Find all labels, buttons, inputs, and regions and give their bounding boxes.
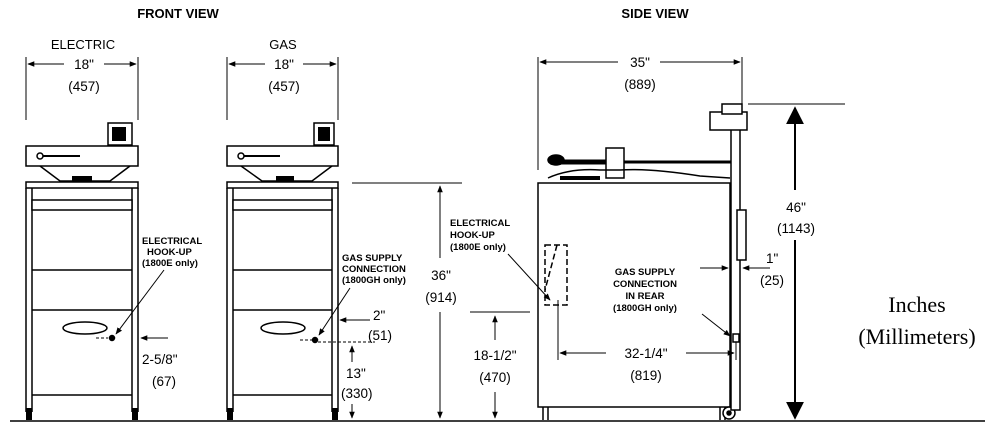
gas-offset-mm: (51) [368, 328, 392, 343]
gas-label: GAS [269, 37, 297, 52]
side-height-in: 46" [786, 200, 806, 215]
side-height-mm: (1143) [777, 221, 815, 236]
gas-width-mm: (457) [268, 79, 300, 94]
side-gas-note-1: GAS SUPPLY [615, 267, 676, 278]
leader-line [701, 313, 731, 337]
front-view-header: FRONT VIEW [137, 6, 219, 21]
electric-hookup-note-1: ELECTRICAL [142, 236, 202, 247]
electric-width-in: 18" [74, 57, 94, 72]
gas-height-mm: (330) [341, 386, 373, 401]
gas-supply-note-1: GAS SUPPLY [342, 253, 403, 264]
electric-offset-in: 2-5/8" [142, 352, 178, 367]
side-elec-height-mm: (470) [479, 370, 511, 385]
units-line-2: (Millimeters) [858, 324, 975, 349]
electric-front-machine [25, 122, 139, 420]
electric-offset-mm: (67) [152, 374, 176, 389]
front-height-in: 36" [431, 268, 451, 283]
side-depth-mm: (889) [624, 77, 656, 92]
gas-height-in: 13" [346, 366, 366, 381]
gas-supply-note-3: (1800GH only) [342, 275, 406, 286]
gas-supply-note-2: CONNECTION [342, 264, 406, 275]
front-height-mm: (914) [425, 290, 457, 305]
side-view-header: SIDE VIEW [621, 6, 689, 21]
side-elec-height-in: 18-1/2" [473, 348, 516, 363]
side-hookup-note-2: HOOK-UP [450, 230, 496, 241]
electric-hookup-note-3: (1800E only) [142, 258, 198, 269]
side-gas-note-4: (1800GH only) [613, 303, 677, 314]
side-conn-in: 32-1/4" [624, 346, 667, 361]
leader-line [318, 287, 351, 336]
side-hookup-note-1: ELECTRICAL [450, 218, 510, 229]
electric-label: ELECTRIC [51, 37, 115, 52]
side-machine [537, 103, 748, 420]
electric-width-mm: (457) [68, 79, 100, 94]
side-gas-note-2: CONNECTION [613, 279, 677, 290]
side-conn-mm: (819) [630, 368, 662, 383]
gas-width-in: 18" [274, 57, 294, 72]
leader-line [115, 269, 165, 335]
gas-front-machine [226, 122, 339, 420]
side-hookup-note-3: (1800E only) [450, 242, 506, 253]
units-line-1: Inches [888, 292, 945, 317]
leader-line [507, 253, 551, 301]
electric-hookup-note-2: HOOK-UP [147, 247, 193, 258]
side-rear-in: 1" [766, 251, 779, 266]
side-gas-note-3: IN REAR [625, 291, 664, 302]
side-depth-in: 35" [630, 55, 650, 70]
gas-offset-in: 2" [373, 308, 386, 323]
side-rear-mm: (25) [760, 273, 784, 288]
